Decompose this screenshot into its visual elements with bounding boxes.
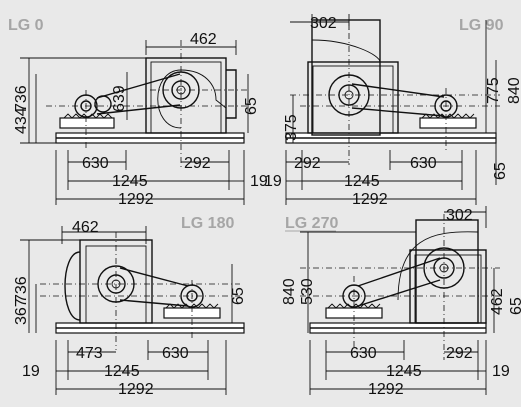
motor-base bbox=[419, 117, 477, 129]
dim-775: 775 bbox=[485, 77, 502, 104]
dim-639: 639 bbox=[111, 85, 128, 112]
panel-title-lg180: LG 180 bbox=[181, 215, 234, 232]
panel-lg90: LG 90 302 375 775 840 bbox=[264, 14, 521, 208]
dim-65: 65 bbox=[492, 162, 509, 180]
dim-462: 462 bbox=[72, 219, 99, 236]
fan-scroll bbox=[157, 69, 227, 129]
dim-1245: 1245 bbox=[104, 363, 140, 380]
dim-736: 736 bbox=[13, 85, 30, 112]
dim-462: 462 bbox=[190, 31, 217, 48]
dim-840: 840 bbox=[506, 77, 521, 104]
dim-1292: 1292 bbox=[118, 381, 154, 398]
dim-302: 302 bbox=[310, 15, 337, 32]
dim-434: 434 bbox=[13, 107, 30, 134]
dim-19: 19 bbox=[22, 363, 40, 380]
dim-65: 65 bbox=[243, 97, 260, 115]
dim-292: 292 bbox=[294, 155, 321, 172]
dim-462: 462 bbox=[489, 288, 506, 315]
dim-292: 292 bbox=[446, 345, 473, 362]
dim-19: 19 bbox=[250, 173, 268, 190]
panel-title-lg0: LG 0 bbox=[8, 17, 44, 34]
dim-1245: 1245 bbox=[386, 363, 422, 380]
dim-302: 302 bbox=[446, 207, 473, 224]
panel-title-lg270: LG 270 bbox=[285, 215, 338, 232]
dim-630: 630 bbox=[82, 155, 109, 172]
dim-292: 292 bbox=[184, 155, 211, 172]
dim-19: 19 bbox=[492, 363, 510, 380]
panel-title-lg90: LG 90 bbox=[459, 17, 504, 34]
fan-scroll bbox=[397, 231, 479, 301]
panel-lg270: LG 270 302 840 530 462 6 bbox=[281, 206, 521, 398]
dim-1292: 1292 bbox=[118, 191, 154, 208]
fan-scroll bbox=[311, 39, 381, 63]
dim-736: 736 bbox=[13, 276, 30, 303]
dim-530: 530 bbox=[299, 278, 316, 305]
dim-1292: 1292 bbox=[368, 381, 404, 398]
fan-housing-outlet bbox=[311, 19, 381, 136]
fan-housing-inner bbox=[150, 61, 222, 134]
dim-630: 630 bbox=[410, 155, 437, 172]
fan-outlet bbox=[226, 69, 237, 119]
dim-65: 65 bbox=[230, 287, 247, 305]
dim-1245: 1245 bbox=[112, 173, 148, 190]
fan-housing bbox=[307, 61, 399, 134]
dim-19: 19 bbox=[264, 173, 282, 190]
dim-473: 473 bbox=[76, 345, 103, 362]
dim-375: 375 bbox=[283, 114, 300, 141]
dim-630: 630 bbox=[162, 345, 189, 362]
dim-1245: 1245 bbox=[344, 173, 380, 190]
dim-367: 367 bbox=[13, 298, 30, 325]
dim-840: 840 bbox=[281, 278, 298, 305]
dim-630: 630 bbox=[350, 345, 377, 362]
panel-lg180: LG 180 462 736 367 65 bbox=[13, 215, 247, 398]
dim-65: 65 bbox=[508, 297, 521, 315]
fan-housing-outlet bbox=[415, 219, 479, 324]
fan-outlet bbox=[64, 251, 81, 321]
panel-lg0: LG 0 462 736 434 bbox=[8, 17, 268, 208]
motor-base bbox=[59, 117, 115, 129]
dim-1292: 1292 bbox=[352, 191, 388, 208]
